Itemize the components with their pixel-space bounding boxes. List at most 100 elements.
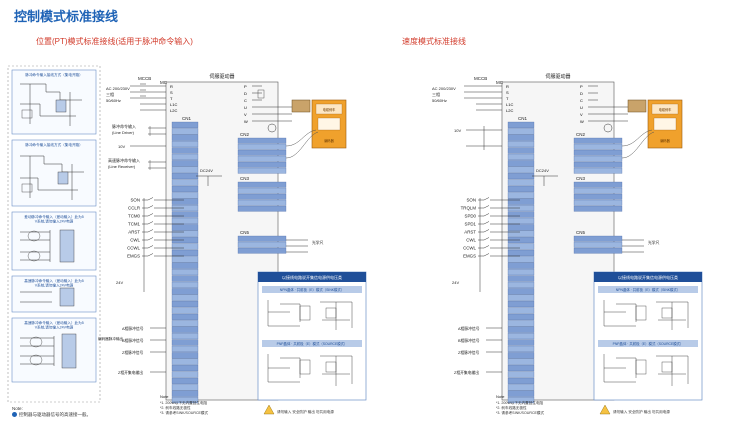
speed-cn1-terminal-row <box>507 179 535 186</box>
speed-cn3-terminal-row <box>573 205 623 212</box>
wiring-box-2-label: 脉冲命令输入接线方式（集电开路） <box>25 142 83 147</box>
cn1-terminal-row <box>171 326 199 333</box>
speed-cn1-terminal-row <box>507 121 535 128</box>
pulse-b-label: B相脉冲信号 <box>122 338 144 343</box>
cn5-terminal-row <box>237 235 287 242</box>
speed-ac-supply-line-1: AC 200/230V <box>432 86 456 91</box>
cn1-terminal-row <box>171 352 199 359</box>
cn1-terminal-row <box>171 371 199 378</box>
cn1-terminal-row <box>171 262 199 269</box>
speed-switch-icon <box>483 221 490 225</box>
cn5-terminal-row <box>237 247 287 254</box>
terminal-U: U <box>244 105 247 110</box>
speed-mode-subtitle: 速度模式标准接线 <box>402 37 466 46</box>
pt-mode-diagram: 伺服驱动器 MCCB MC AC 200/230V 三相 50/60Hz R S… <box>98 73 367 415</box>
wiring-box-1-label: 脉冲命令输入接线方式（集电开路） <box>25 72 83 77</box>
speed-cn2-terminal-row <box>573 167 623 174</box>
pt-note-title: Note <box>160 394 169 399</box>
terminal-C: C <box>244 98 247 103</box>
pt-note-2: *2. 刹车线路无极性 <box>160 405 191 410</box>
terminal-P: P <box>244 84 247 89</box>
speed-cn1-terminal-row <box>507 230 535 237</box>
speed-cn1-terminal-row <box>507 301 535 308</box>
speed-cn1-terminal-block <box>507 121 535 404</box>
ac-supply-line-2: 三相 <box>106 91 114 97</box>
cn1-terminal-row <box>171 224 199 231</box>
speed-pulse-b-label: B相脉冲信号 <box>458 338 480 343</box>
cn1-terminal-row <box>171 153 199 160</box>
pt-switch-icon <box>147 205 154 209</box>
speed-drive-label: 伺服驱动器 <box>545 73 570 80</box>
speed-cn1-terminal-row <box>507 352 535 359</box>
speed-warning: 请勿输入 安全防护 输出 勿共用电源 <box>613 409 670 414</box>
encoder-pulse-out-label: 编码器脉冲输出 <box>98 336 124 341</box>
cn1-terminal-row <box>171 249 199 256</box>
speed-cn5-terminal-block <box>573 235 623 254</box>
speed-brake-label: 电磁刹车 <box>659 107 672 112</box>
speed-di-trqlm: TRQLM <box>461 206 477 211</box>
speed-cn1-terminal-row <box>507 275 535 282</box>
speed-supply-10v-label: 10V <box>454 128 461 133</box>
dc24v-label: DC24V <box>200 168 213 173</box>
speed-cn1-terminal-row <box>507 377 535 384</box>
cn1-terminal-row <box>171 243 199 250</box>
cn1-terminal-row <box>171 339 199 346</box>
pt-di-arst: ARST <box>128 230 140 235</box>
warning-icon <box>263 404 275 415</box>
speed-cn1-terminal-row <box>507 288 535 295</box>
linear-scale-label: 光学尺 <box>312 240 324 245</box>
speed-cn1-terminal-row <box>507 217 535 224</box>
speed-cn5-terminal-row <box>573 241 623 248</box>
speed-cn1-terminal-row <box>507 134 535 141</box>
cn1-terminal-row <box>171 185 199 192</box>
pnp-mode-label: PNP晶体 · 共射极（E）模式（SOURCE模式） <box>277 341 348 346</box>
cn2-terminal-row <box>237 137 287 144</box>
pt-note-1: *1. 200W以下无内置回生电阻 <box>160 400 208 405</box>
pt-switch-icon <box>147 237 154 241</box>
terminal-D: D <box>244 91 247 96</box>
cn1-terminal-row <box>171 217 199 224</box>
speed-cn2-terminal-row <box>573 149 623 156</box>
speed-terminal-S: S <box>506 90 509 95</box>
wiring-box-open-collector-1: 脉冲命令输入接线方式（集电开路） <box>11 69 97 135</box>
speed-cn1-terminal-row <box>507 198 535 205</box>
speed-terminal-U: U <box>580 105 583 110</box>
speed-terminal-T: T <box>506 96 509 101</box>
left-note-label: Note: <box>12 406 23 411</box>
terminal-L1C: L1C <box>170 102 177 107</box>
speed-cn1-terminal-row <box>507 390 535 397</box>
speed-cn1-label: CN1 <box>518 116 527 121</box>
pt-warning: 请勿输入 安全防护 输出 勿共用电源 <box>277 409 334 414</box>
speed-cn1-terminal-row <box>507 141 535 148</box>
speed-cn2-terminal-row <box>573 143 623 150</box>
speed-di-spd1: SPD1 <box>465 222 477 227</box>
cn1-terminal-row <box>171 166 199 173</box>
speed-note-2: *2. 刹车线路无极性 <box>496 405 527 410</box>
cn3-label: CN3 <box>240 176 249 181</box>
speed-di-son: SON <box>466 198 476 203</box>
speed-cn1-terminal-row <box>507 345 535 352</box>
speed-cn1-terminal-row <box>507 294 535 301</box>
pt-switch-icon <box>147 253 154 257</box>
speed-terminal-V: V <box>580 112 583 117</box>
speed-cn1-terminal-row <box>507 192 535 199</box>
speed-cn3-terminal-row <box>573 193 623 200</box>
pulse-line-driver-label-2: (Line Driver) <box>112 130 135 135</box>
cn1-terminal-row <box>171 160 199 167</box>
speed-cn1-terminal-row <box>507 365 535 372</box>
info-icon <box>12 412 17 418</box>
terminal-T: T <box>170 96 173 101</box>
speed-mode-diagram: 伺服驱动器 MCCB MC AC 200/230V 三相 50/60Hz R S… <box>432 73 703 415</box>
cn1-label: CN1 <box>182 116 191 121</box>
wiring-box-open-collector-2: 脉冲命令输入接线方式（集电开路） <box>11 139 97 207</box>
cn3-terminal-row <box>237 181 287 188</box>
cn3-terminal-block <box>237 181 287 212</box>
speed-servo-motor: 电磁刹车 编码器 <box>627 99 683 149</box>
cn1-terminal-row <box>171 358 199 365</box>
speed-cn1-terminal-row <box>507 224 535 231</box>
cn1-terminal-row <box>171 198 199 205</box>
speed-switch-icon <box>483 205 490 209</box>
